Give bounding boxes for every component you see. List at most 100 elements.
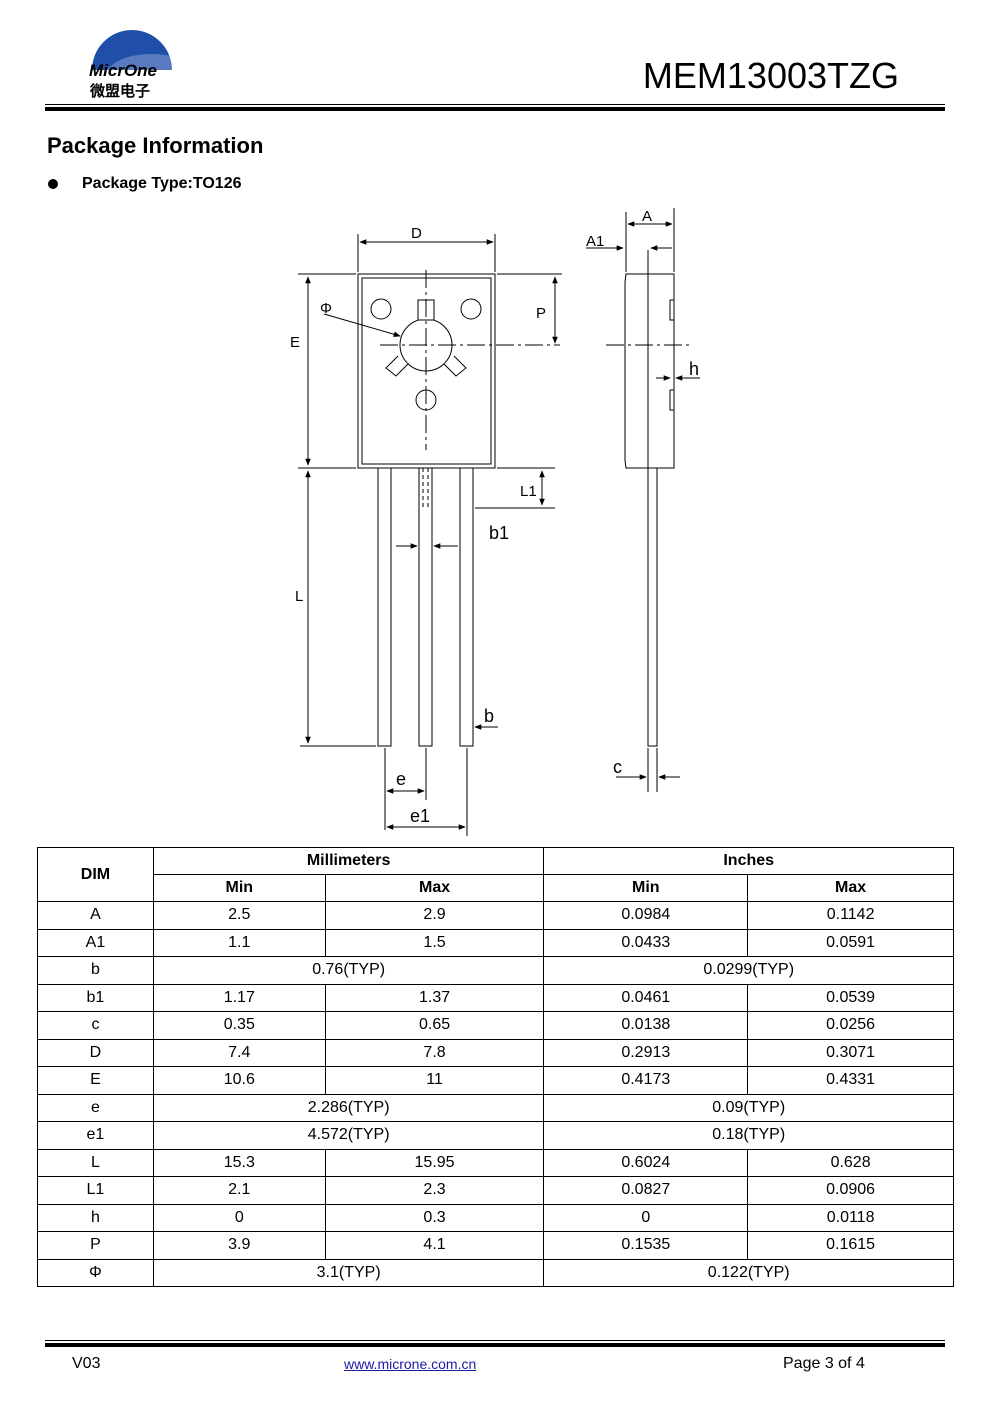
cell-mm-max: 2.9 [324,901,545,930]
cell-dim: c [37,1011,154,1040]
label-h: h [689,359,699,379]
cell-dim: L1 [37,1176,154,1205]
header-in-min: Min [543,874,749,902]
cell-dim: b [37,956,154,985]
cell-dim: e1 [37,1121,154,1150]
cell-mm-typ: 0.76(TYP) [152,956,545,985]
cell-mm-max: 1.37 [324,983,545,1012]
label-e1: e1 [410,806,430,826]
cell-in-min: 0.0433 [543,928,749,957]
header-rule-thin [45,104,945,105]
bullet-icon [48,179,58,189]
cell-in-max: 0.4331 [747,1066,954,1095]
cell-dim: P [37,1231,154,1260]
label-e: e [396,769,406,789]
cell-mm-max: 1.5 [324,928,545,957]
footer-version: V03 [72,1355,101,1372]
cell-in-max: 0.628 [747,1148,954,1177]
cell-dim: b1 [37,983,154,1012]
cell-mm-max: 0.65 [324,1011,545,1040]
cell-in-typ: 0.09(TYP) [543,1093,954,1122]
header-mm-max: Max [324,874,545,902]
header-dim: DIM [37,847,154,902]
cell-dim: E [37,1066,154,1095]
cell-mm-min: 2.1 [152,1176,326,1205]
cell-dim: Φ [37,1258,154,1287]
cell-in-typ: 0.0299(TYP) [543,956,954,985]
cell-in-min: 0.0138 [543,1011,749,1040]
cell-mm-max: 15.95 [324,1148,545,1177]
package-type: Package Type:TO126 [82,175,242,192]
cell-mm-min: 1.17 [152,983,326,1012]
cell-in-typ: 0.18(TYP) [543,1121,954,1150]
label-L: L [295,588,303,605]
header-mm-min: Min [152,874,326,902]
cell-in-min: 0 [543,1203,749,1232]
label-b: b [484,706,494,726]
header-in-max: Max [747,874,954,902]
label-A: A [642,208,652,225]
cell-mm-min: 7.4 [152,1038,326,1067]
cell-mm-min: 1.1 [152,928,326,957]
label-P: P [536,305,546,322]
cell-dim: L [37,1148,154,1177]
cell-dim: A [37,901,154,930]
cell-mm-min: 2.5 [152,901,326,930]
cell-in-min: 0.0827 [543,1176,749,1205]
logo-subtext: 微盟电子 [89,82,150,100]
cell-in-min: 0.2913 [543,1038,749,1067]
cell-mm-min: 10.6 [152,1066,326,1095]
package-drawing: D E P Φ L L1 b1 b e e1 A A1 h c [270,205,730,845]
side-view-lead [647,467,658,747]
section-title: Package Information [47,133,264,158]
label-b1: b1 [489,523,509,543]
hole-right [460,298,482,320]
cell-dim: D [37,1038,154,1067]
label-phi: Φ [320,300,332,317]
cell-in-min: 0.4173 [543,1066,749,1095]
cell-in-min: 0.0461 [543,983,749,1012]
side-view-body [624,273,675,469]
cell-in-max: 0.0906 [747,1176,954,1205]
footer-rule-thin [45,1340,945,1341]
cell-in-max: 0.0591 [747,928,954,957]
label-A1: A1 [586,233,604,250]
cell-mm-typ: 3.1(TYP) [152,1258,545,1287]
cell-in-max: 0.3071 [747,1038,954,1067]
footer-page-number: Page 3 of 4 [783,1355,865,1372]
label-E: E [290,334,300,351]
cell-in-max: 0.0118 [747,1203,954,1232]
cell-in-typ: 0.122(TYP) [543,1258,954,1287]
cell-mm-min: 3.9 [152,1231,326,1260]
footer-rule-thick [45,1343,945,1347]
cell-dim: A1 [37,928,154,957]
label-L1: L1 [520,483,537,500]
cell-mm-max: 0.3 [324,1203,545,1232]
cell-in-min: 0.1535 [543,1231,749,1260]
cell-in-max: 0.0256 [747,1011,954,1040]
label-D: D [411,225,422,242]
lead-right [459,467,474,747]
cell-in-max: 0.0539 [747,983,954,1012]
cell-mm-min: 15.3 [152,1148,326,1177]
cell-mm-min: 0 [152,1203,326,1232]
dimension-table: DIM Millimeters Inches Min Max Min Max A… [37,847,954,1287]
cell-in-max: 0.1615 [747,1231,954,1260]
footer-url-link[interactable]: www.microne.com.cn [344,1356,477,1372]
part-number: MEM13003TZG [642,55,899,96]
cell-in-min: 0.0984 [543,901,749,930]
cell-mm-typ: 2.286(TYP) [152,1093,545,1122]
cell-mm-max: 7.8 [324,1038,545,1067]
